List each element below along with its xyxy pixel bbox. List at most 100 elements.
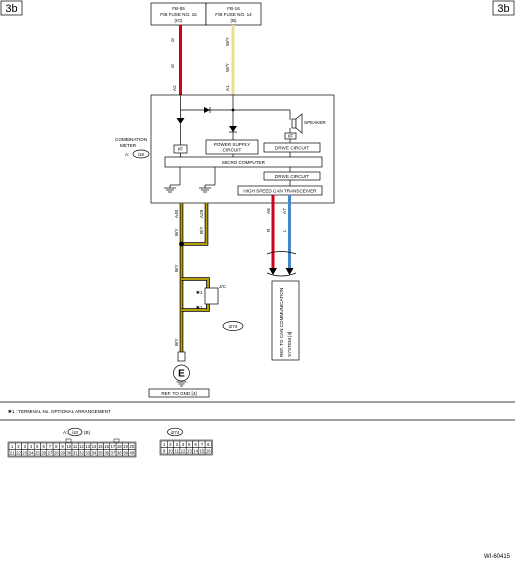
wire-label-by-main: B/Y (174, 265, 179, 272)
power-supply-line1: POWER SUPPLY (214, 142, 250, 147)
connector-pin-number: 4 (30, 444, 33, 449)
fuse-box-b: FB-16 F/B FUSE NO. 14 (B) (205, 2, 262, 26)
wire-can-low-blue (288, 195, 291, 269)
connector-pin-number: 7 (201, 442, 204, 447)
connector-a-suffix: (B) (84, 430, 91, 435)
connector-pin-number: 4 (182, 442, 185, 447)
drive-circuit-box-1 (263, 142, 321, 153)
corner-label-right: 3b (497, 3, 509, 15)
combination-meter-box (150, 94, 335, 204)
connector-pin-number: 13 (85, 444, 90, 449)
micro-computer-box (164, 156, 323, 168)
diode-icon (176, 118, 185, 124)
jc-connector-oval (222, 321, 244, 331)
connector-a-oval (67, 427, 83, 437)
jc-connector-id: i274 (229, 324, 238, 329)
drive-circuit-label-2: DRIVE CIRCUIT (275, 174, 309, 179)
connector-pin-number: 29 (60, 451, 65, 456)
connector-pin-number: 40 (130, 451, 135, 456)
connector-pin-number: 31 (73, 451, 78, 456)
connector-pin-number: 33 (85, 451, 90, 456)
gnd-ref-box (148, 388, 210, 398)
connector-pin-number: 17 (111, 444, 116, 449)
power-supply-box (205, 139, 259, 155)
meter-internal-wiring (170, 95, 291, 186)
connector-pin-number: 9 (163, 449, 166, 454)
connector-pin-number: 13 (187, 449, 192, 454)
ground-e-circle (173, 364, 190, 382)
connector-pin-number: 1 (163, 442, 166, 447)
connector-pin-number: 22 (16, 451, 21, 456)
twisted-pair-mark (266, 251, 297, 255)
connector-pin-number: 21 (10, 451, 15, 456)
jc-mark-top: ✱1 (196, 290, 203, 295)
can-ref-box (271, 280, 300, 361)
connector-pin-number: 8 (55, 444, 58, 449)
connector-pin-number: 3 (176, 442, 179, 447)
wire-label-l: L (282, 229, 287, 232)
junction-dot (179, 241, 184, 247)
connector-b-id: i274 (171, 430, 180, 435)
connector-pin-number: 28 (54, 451, 59, 456)
micro-computer-label: MICRO COMPUTER (222, 160, 266, 165)
connector-pin-number: 10 (168, 449, 173, 454)
connector-pin-number: 20 (130, 444, 135, 449)
ground-symbol-icon (164, 185, 176, 193)
connector-pin-number: 9 (61, 444, 64, 449)
pin-label-a8: A8 (266, 208, 271, 214)
fuse-b-line3: (B) (230, 18, 237, 23)
arrow-down-icon (269, 268, 277, 275)
connector-pin-number: 18 (117, 444, 122, 449)
drive-circuit-box-2 (263, 171, 321, 181)
ground-e-symbol: E (178, 369, 185, 380)
can-ref-line2: SYSTEM [4] (287, 332, 292, 357)
joint-connector-box (204, 287, 219, 305)
figure-id: WI-60415 (484, 554, 511, 560)
pin-label-a2: A2 (172, 85, 177, 91)
connector-pin-number: 32 (79, 451, 84, 456)
wire-label-wy-2: W/Y (225, 63, 230, 72)
power-supply-line2: CIRCUIT (223, 148, 242, 153)
connector-a-prefix: A: (63, 430, 67, 435)
can-ref-line1: REF. TO CAN COMMUNICATION (279, 288, 284, 357)
corner-marker-right: 3b (492, 0, 515, 16)
connector-pin-number: 14 (193, 449, 198, 454)
pin-label-a7: A7 (282, 208, 287, 214)
meter-label-line2: METER (120, 143, 137, 148)
connector-pin-number: 14 (92, 444, 97, 449)
wire-label-or-1: or (170, 37, 175, 42)
connector-pin-number: 10 (67, 444, 72, 449)
wire-label-or-2: or (170, 63, 175, 68)
connector-pin-number: 24 (29, 451, 34, 456)
connector-pin-number: 5 (188, 442, 191, 447)
gnd-ref-label: REF. TO GND [4] (161, 391, 196, 396)
ground-terminal (177, 351, 186, 362)
connector-pin-number: 12 (79, 444, 84, 449)
wire-can-high-red (271, 195, 275, 269)
connector-pin-number: 34 (92, 451, 97, 456)
connector-pin-number: 7 (49, 444, 52, 449)
connector-pin-number: 23 (22, 451, 27, 456)
connector-pin-number: 37 (111, 451, 116, 456)
wire-label-by-right: B/Y (199, 227, 204, 234)
connector-key (113, 438, 120, 443)
jc-mark-bottom: ✱1 (196, 305, 203, 310)
ground-symbol-icon (199, 185, 211, 193)
drive-circuit-label-1: DRIVE CIRCUIT (275, 146, 309, 151)
connector-pin-number: 3 (24, 444, 27, 449)
connector-pin-number: 6 (42, 444, 45, 449)
connector-pin-number: 15 (98, 444, 103, 449)
wire-label-r: R (266, 228, 271, 232)
connector-pin-number: 16 (104, 444, 109, 449)
connector-pin-number: 6 (194, 442, 197, 447)
fuse-b-line2: F/B FUSE NO. 14 (215, 12, 252, 17)
connector-pin-cell (204, 447, 212, 455)
wire-wy-b (231, 25, 235, 95)
connector-pin-number: 8 (207, 442, 210, 447)
ground-wires (179, 203, 210, 352)
connector-pin-number: 38 (117, 451, 122, 456)
connector-pin-number: 30 (67, 451, 72, 456)
meter-connector-oval (132, 149, 150, 159)
